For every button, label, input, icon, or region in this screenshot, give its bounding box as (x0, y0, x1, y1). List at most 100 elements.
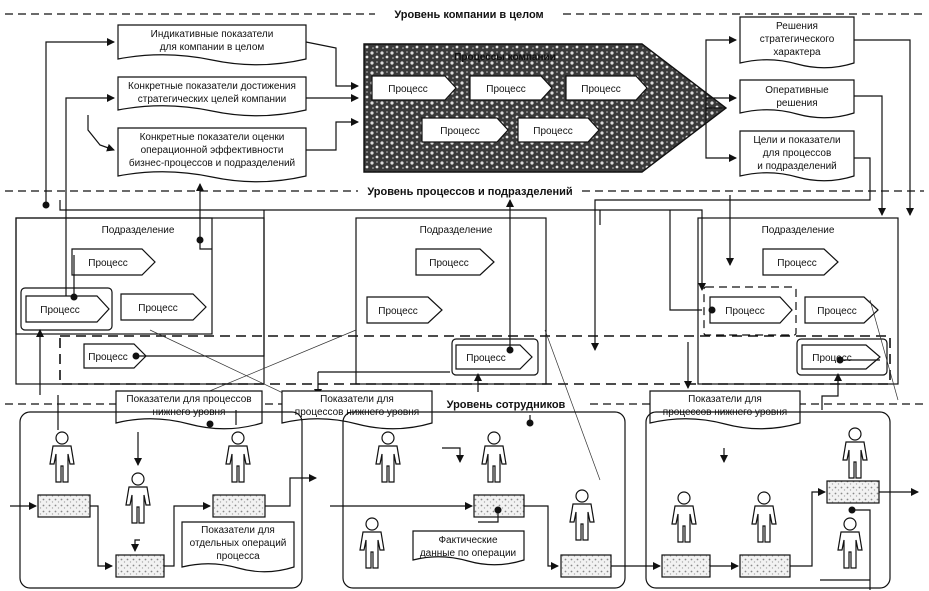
doc-line: для процессов (763, 148, 832, 159)
right-connectors (591, 36, 914, 351)
employee-group-right (645, 411, 891, 589)
operation-block (560, 554, 612, 578)
doc-strategic: Решения стратегического характера (739, 16, 855, 69)
operation-block (212, 494, 266, 518)
doc-line: Показатели для (320, 394, 394, 405)
process-label: Процесс (725, 306, 765, 317)
doc-line: стратегического (760, 34, 835, 45)
division-title: Подразделение (420, 225, 493, 236)
process-shape: Процесс (762, 248, 839, 276)
process-label: Процесс (812, 353, 852, 364)
process-shape: Процесс (371, 75, 457, 101)
doc-line: решения (776, 98, 817, 109)
process-shape: Процесс (709, 296, 793, 324)
level-processes-title: Уровень процессов и подразделений (367, 186, 572, 198)
division-title: Подразделение (102, 225, 175, 236)
person-icon (375, 431, 401, 483)
employee-group-left (19, 411, 303, 589)
doc-line: и подразделений (757, 161, 837, 172)
process-label: Процесс (440, 126, 480, 137)
employees (49, 427, 868, 569)
doc-line: Конкретные показатели достижения (128, 81, 296, 92)
process-label: Процесс (533, 126, 573, 137)
doc-line: Фактические (438, 535, 498, 546)
person-icon (125, 472, 151, 524)
doc-operational: Конкретные показатели оценки операционно… (117, 127, 307, 183)
process-shape: Процесс (71, 248, 156, 276)
doc-line: отдельных операций (190, 538, 287, 549)
level-processes: Уровень процессов и подразделений (5, 186, 924, 198)
process-connectors (36, 199, 899, 481)
process-shape: Процесс (469, 75, 553, 101)
process-label: Процесс (466, 353, 506, 364)
operation-block (37, 494, 91, 518)
doc-lower-mid: Показатели для процессов нижнего уровня (281, 390, 433, 430)
operation-block (826, 480, 880, 504)
doc-line: Показатели для (201, 525, 275, 536)
company-processes-arrow: Процессы компании Процесс Процесс Процес… (363, 43, 728, 173)
process-shape: Процесс (804, 296, 879, 324)
company-processes-title: Процессы компании (454, 52, 556, 63)
doc-line: характера (773, 47, 821, 58)
process-label: Процесс (486, 84, 526, 95)
doc-ops: Показатели для отдельных операций процес… (181, 521, 295, 573)
person-icon (671, 491, 697, 543)
level-company-title: Уровень компании в целом (394, 9, 543, 21)
doc-lower-left: Показатели для процессов нижнего уровня (115, 390, 263, 430)
process-shape: Процесс (421, 117, 509, 143)
process-shape: Процесс (517, 117, 600, 143)
operation-block (661, 554, 711, 578)
doc-line: Решения (776, 21, 818, 32)
process-shape: Процесс (366, 296, 443, 324)
operation-block (739, 554, 791, 578)
process-shape: Процесс (25, 295, 110, 323)
process-shape: Процесс (120, 293, 207, 321)
doc-facts: Фактические данные по операции (412, 530, 525, 566)
process-label: Процесс (581, 84, 621, 95)
process-label: Процесс (429, 258, 469, 269)
doc-line: бизнес-процессов и подразделений (129, 157, 295, 169)
doc-operative: Оперативные решения (739, 79, 855, 119)
level-company: Уровень компании в целом (5, 9, 924, 21)
doc-line: данные по операции (420, 548, 516, 559)
process-label: Процесс (40, 305, 80, 316)
process-shape: Процесс (415, 248, 495, 276)
person-icon (837, 517, 863, 569)
process-label: Процесс (777, 258, 817, 269)
doc-indicative: Индикативные показатели для компании в ц… (117, 24, 307, 66)
doc-line: Конкретные показатели оценки (140, 132, 285, 143)
level-employees-title: Уровень сотрудников (447, 399, 566, 411)
company-connectors (42, 38, 706, 300)
division-left: Подразделение Процесс Процесс Процесс Пр… (15, 217, 265, 385)
doc-line: для компании в целом (160, 42, 265, 53)
doc-line: процесса (216, 551, 260, 562)
process-label: Процесс (388, 84, 428, 95)
person-icon (751, 491, 777, 543)
division-middle: Подразделение Процесс Процесс Процесс (355, 217, 547, 385)
process-label: Процесс (378, 306, 418, 317)
doc-line: Показатели для процессов (126, 394, 251, 405)
doc-specific: Конкретные показатели достижения стратег… (117, 76, 307, 117)
doc-line: Индикативные показатели (151, 29, 274, 40)
employee-group-middle (342, 411, 626, 589)
doc-goals: Цели и показатели для процессов и подраз… (739, 130, 855, 182)
process-label: Процесс (88, 352, 128, 363)
process-label: Процесс (138, 303, 178, 314)
process-shape: Процесс (565, 75, 648, 101)
person-icon (49, 431, 75, 483)
person-icon (569, 489, 595, 541)
person-icon (481, 431, 507, 483)
division-title: Подразделение (762, 225, 835, 236)
operation-block (473, 494, 525, 518)
process-label: Процесс (88, 258, 128, 269)
process-label: Процесс (817, 306, 857, 317)
operation-blocks (37, 480, 880, 578)
person-icon (359, 517, 385, 569)
doc-line: Оперативные (765, 85, 829, 96)
doc-line: операционной эффективности (141, 144, 284, 156)
employee-connectors (10, 395, 919, 590)
person-icon (225, 431, 251, 483)
process-shape: Процесс (455, 344, 533, 370)
person-icon (842, 427, 868, 479)
